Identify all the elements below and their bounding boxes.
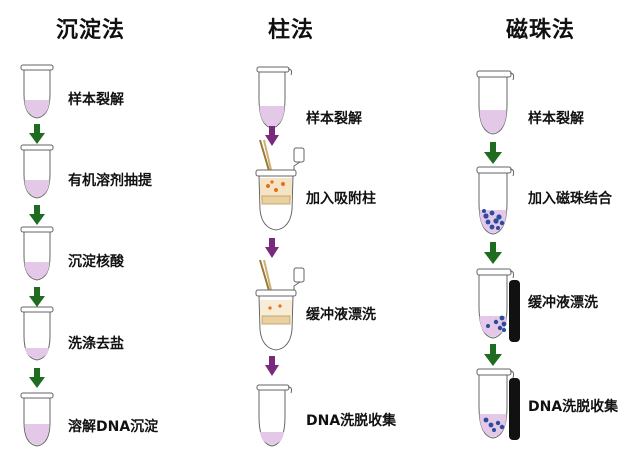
tube-icon [256, 384, 293, 447]
tube-icon [256, 66, 293, 129]
down-arrow-icon [484, 142, 502, 164]
down-arrow-icon [265, 126, 279, 146]
bead-tube-icon [476, 166, 515, 235]
step-label: 洗涤去盐 [68, 336, 124, 352]
down-arrow-icon [484, 344, 502, 366]
step-label: 缓冲液漂洗 [528, 295, 598, 311]
spin-column-tube-icon [255, 259, 305, 351]
step-label: DNA洗脱收集 [306, 413, 397, 429]
down-arrow-icon [29, 205, 45, 225]
tube-icon [20, 64, 54, 119]
bead-tube-magnet-icon [476, 368, 520, 440]
down-arrow-icon [265, 238, 279, 258]
down-arrow-icon [29, 124, 45, 144]
step-label: 沉淀核酸 [68, 254, 124, 270]
column-title-magnetic-beads: 磁珠法 [506, 17, 576, 43]
column-title-spin-column: 柱法 [268, 17, 315, 43]
down-arrow-icon [484, 242, 502, 264]
step-label: 样本裂解 [528, 111, 584, 127]
tube-icon [20, 144, 54, 199]
tube-icon [20, 226, 54, 281]
tube-icon [476, 70, 515, 135]
tube-icon [20, 392, 54, 447]
down-arrow-icon [29, 368, 45, 388]
step-label: 样本裂解 [68, 92, 124, 108]
spin-column-tube-icon [255, 139, 305, 231]
step-label: 样本裂解 [306, 111, 362, 127]
step-label: 缓冲液漂洗 [306, 307, 376, 323]
bead-tube-magnet-icon [476, 268, 520, 342]
tube-icon [20, 306, 54, 361]
step-label: DNA洗脱收集 [528, 399, 619, 415]
step-label: 有机溶剂抽提 [68, 173, 152, 189]
down-arrow-icon [29, 287, 45, 307]
step-label: 加入吸附柱 [306, 191, 376, 207]
step-label: 溶解DNA沉淀 [68, 419, 159, 435]
step-label: 加入磁珠结合 [528, 191, 612, 207]
column-title-precipitation: 沉淀法 [56, 17, 126, 43]
down-arrow-icon [265, 356, 279, 376]
